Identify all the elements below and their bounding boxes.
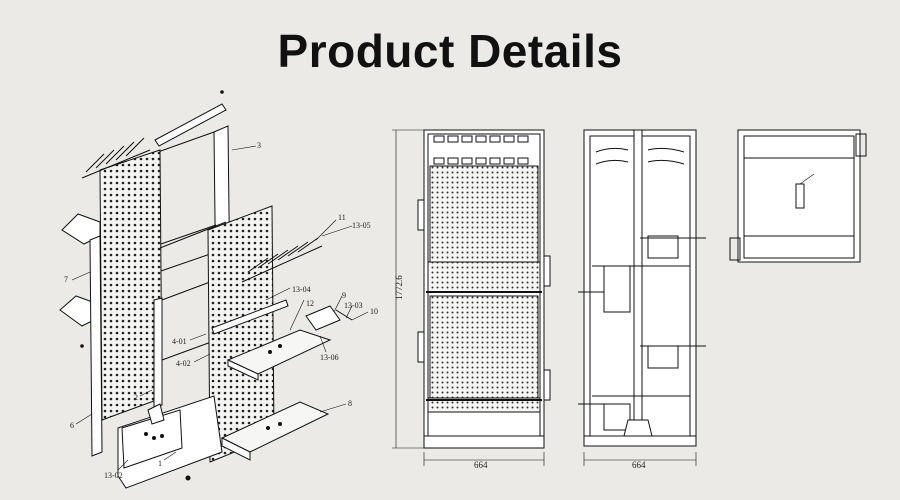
front-dimensions <box>392 129 545 466</box>
part-label: 9 <box>342 291 346 300</box>
part-label: 13-02 <box>104 471 123 480</box>
height-dimension-label: 1772.6 <box>394 275 404 300</box>
side-width-dimension-label: 664 <box>632 460 646 470</box>
side-dimensions <box>583 452 697 466</box>
side-view <box>578 129 706 447</box>
front-hook-rows <box>433 135 529 165</box>
part-labels: 3 11 13-05 7 13-04 12 9 13-03 10 4-01 4-… <box>64 141 378 480</box>
part-label: 13-03 <box>344 301 363 310</box>
part-label: 6 <box>70 421 74 430</box>
front-view <box>417 129 551 449</box>
part-label: 4-01 <box>172 337 187 346</box>
hook-set-upper <box>81 137 151 179</box>
top-view <box>729 129 867 263</box>
part-label: 8 <box>348 399 352 408</box>
hook-set-lower <box>241 237 323 283</box>
page-title: Product Details <box>277 25 623 77</box>
part-label: 12 <box>306 299 314 308</box>
part-label: 10 <box>370 307 378 316</box>
part-label: 4-02 <box>176 359 191 368</box>
part-label: 2 <box>134 393 138 402</box>
front-width-dimension-label: 664 <box>474 460 488 470</box>
part-label: 1 <box>158 459 162 468</box>
part-label: 13-05 <box>352 221 371 230</box>
leader-lines <box>71 145 369 471</box>
part-label: 11 <box>338 213 346 222</box>
part-label: 13-06 <box>320 353 339 362</box>
part-label: 3 <box>257 141 261 150</box>
part-label: 13-04 <box>292 285 311 294</box>
exploded-view <box>59 90 353 489</box>
part-label: 7 <box>64 275 68 284</box>
